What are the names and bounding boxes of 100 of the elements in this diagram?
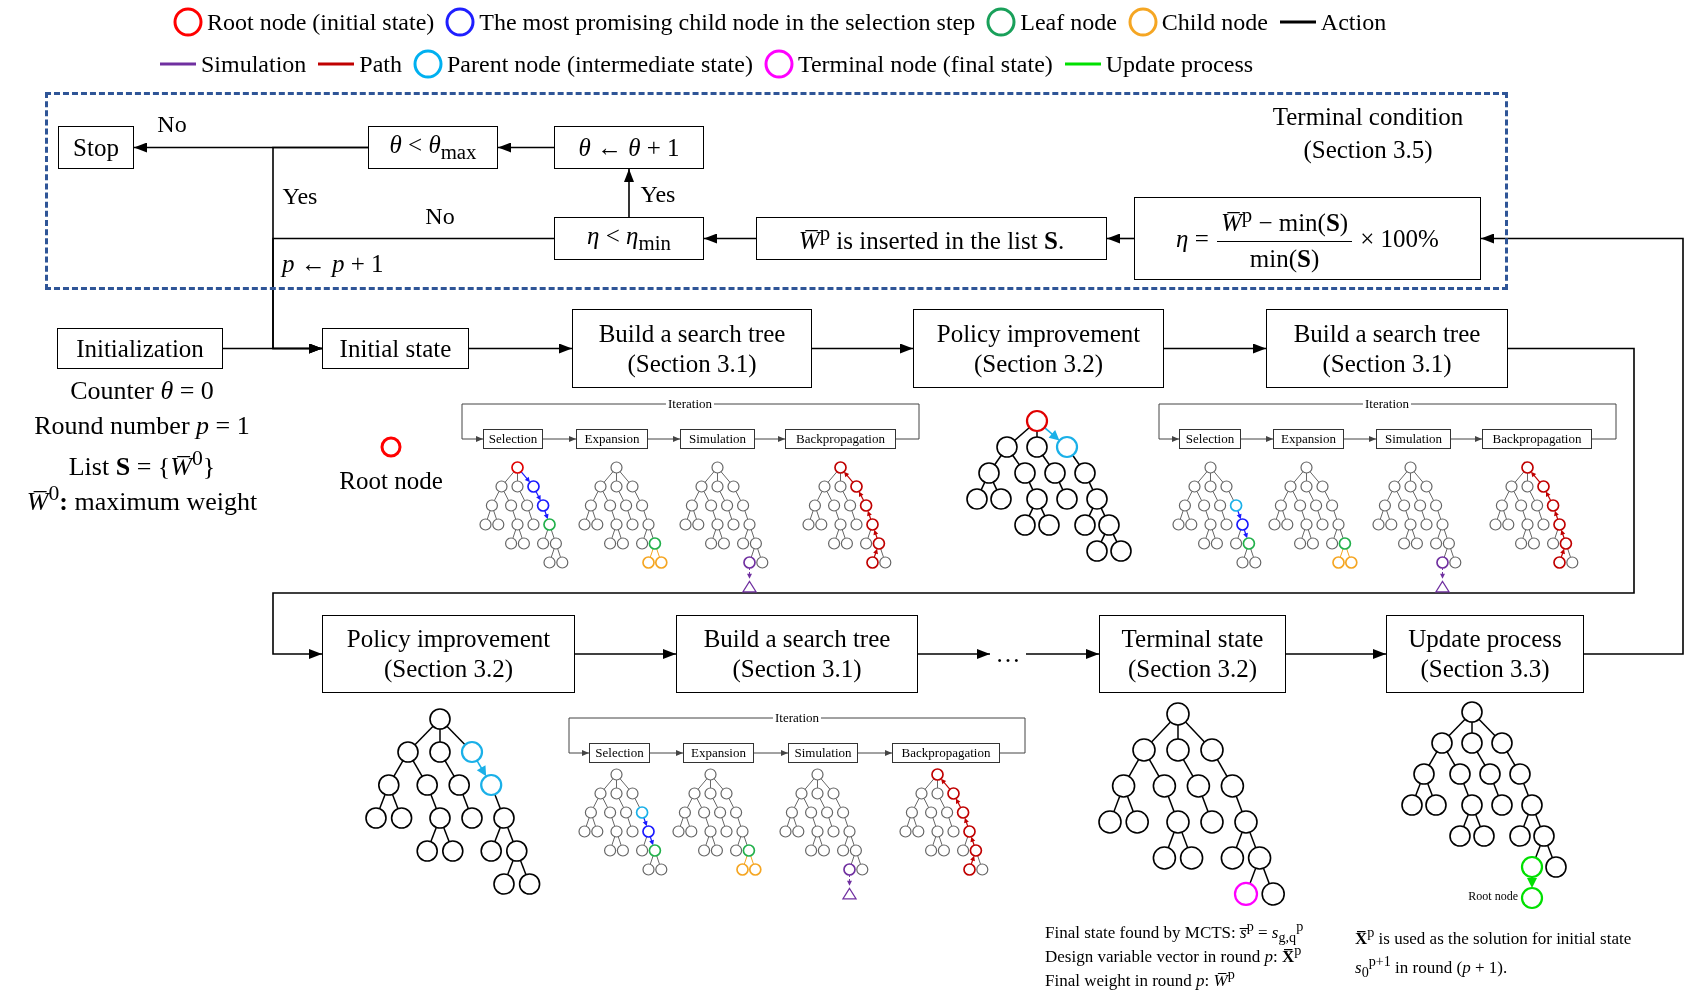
box-label: θ < θ$_{max}$: [389, 130, 477, 165]
node-caption: Root node: [1468, 889, 1518, 904]
box-label: Selection: [1185, 431, 1235, 447]
box-label: Selection: [488, 431, 538, 447]
box-label: θ ← θ + 1: [578, 132, 680, 163]
box-label: η < η$_{min}$: [587, 221, 671, 256]
process-box: [322, 615, 575, 693]
box-label: Expansion: [584, 431, 640, 447]
arrow: [754, 436, 786, 442]
arrow: [917, 649, 991, 659]
arrow: [624, 168, 634, 218]
legend-label: Parent node (intermediate state): [447, 50, 753, 78]
arrow: [1480, 233, 1684, 655]
arrow: [1025, 649, 1100, 659]
step-box: [680, 429, 755, 449]
box-label: Backpropagation: [1492, 431, 1582, 447]
arrow: [753, 750, 789, 756]
process-box: [1386, 615, 1584, 693]
legend-label: Action: [1320, 8, 1387, 36]
box-label: Build a search tree (Section 3.1): [597, 318, 787, 379]
box-label: Build a search tree (Section 3.1): [702, 624, 892, 684]
arrow: [468, 343, 573, 354]
note-text: X̅$^{p}$ is used as the solution for initial state s$_{0}$$^{p+1}$ in round (p + 1).: [1355, 923, 1633, 983]
box-label: Simulation: [794, 745, 852, 761]
arrow: [1158, 403, 1617, 442]
step-box: [892, 743, 1000, 763]
box-label: Selection: [595, 745, 644, 761]
arrow: [272, 347, 1635, 659]
arrow: [497, 142, 555, 153]
annotation-text: Round number p = 1: [34, 411, 250, 441]
box-label: Expansion: [691, 745, 746, 761]
formula-text: η =: [1176, 223, 1209, 254]
process-box: [57, 328, 223, 369]
legend-label: Child node: [1161, 8, 1268, 36]
legend-label: Terminal node (final state): [797, 50, 1053, 78]
arrow: [1106, 233, 1135, 244]
process-box: [1099, 615, 1286, 693]
process-box: [322, 328, 469, 369]
legend-label: Simulation: [201, 50, 307, 78]
box-label: Initial state: [339, 333, 452, 364]
arrow: [811, 343, 914, 354]
process-box: [756, 217, 1107, 260]
process-box: [554, 217, 704, 260]
process-box: [676, 615, 918, 693]
arrow: [1343, 436, 1377, 442]
box-label: Simulation: [1384, 431, 1443, 447]
step-box: [1179, 429, 1241, 449]
step-box: [1273, 429, 1344, 449]
box-label: Simulation: [688, 431, 747, 447]
step-box: [788, 743, 858, 763]
legend-label: The most promising child node in the selection step: [479, 8, 976, 36]
arrow: [1240, 436, 1274, 442]
fraction-numerator: W̅$^{p}$ − min(S): [1216, 203, 1353, 242]
box-label: Policy improvement (Section 3.2): [345, 624, 552, 684]
process-box: [1266, 309, 1508, 388]
formula-text: × 100%: [1360, 223, 1439, 254]
box-label: Stop: [73, 132, 119, 163]
annotation-text: List S = {W̅$^{0}$}: [68, 446, 216, 482]
process-box: [913, 309, 1164, 388]
box-label: Expansion: [1281, 431, 1336, 447]
step-box: [576, 429, 648, 449]
step-box: [683, 743, 754, 763]
annotation-text: Final weight in round p: W̅$^{p}$: [1045, 966, 1235, 991]
arrow: [1450, 436, 1483, 442]
update-rule-text: p ← p + 1: [282, 249, 384, 279]
legend-label: Path: [359, 50, 402, 78]
arrow: [1285, 649, 1387, 659]
box-label: Backpropagation: [901, 745, 991, 761]
legend-label: Update process: [1105, 50, 1254, 78]
formula-box: [1134, 197, 1481, 280]
dashed-boundary: [45, 92, 1508, 290]
annotation-text: Counter θ = 0: [70, 376, 214, 406]
box-label: Policy improvement (Section 3.2): [935, 318, 1142, 379]
step-box: [589, 743, 650, 763]
arrow: [857, 750, 893, 756]
step-box: [785, 429, 896, 449]
annotation-text: W̅$^{0}$: maximum weight: [26, 481, 258, 517]
boundary-title: Terminal condition (Section 3.5): [1271, 102, 1465, 166]
arrow: [574, 649, 677, 659]
arrow: [461, 403, 920, 442]
box-label: Initialization: [76, 333, 204, 364]
process-box: [58, 126, 134, 169]
legend-label: Root node (initial state): [207, 8, 435, 36]
box-label: Terminal state (Section 3.2): [1120, 624, 1265, 684]
box-label: W̅$^{p}$ is inserted in the list S.: [798, 220, 1065, 257]
node-caption: Root node: [339, 466, 443, 496]
box-label: Backpropagation: [796, 431, 885, 447]
arrow: [222, 343, 323, 354]
step-box: [483, 429, 543, 449]
step-box: [1482, 429, 1592, 449]
process-box: [368, 126, 498, 169]
arrow: [703, 233, 757, 244]
box-label: Update process (Section 3.3): [1407, 624, 1563, 684]
arrow: [647, 436, 681, 442]
step-box: [1376, 429, 1451, 449]
legend-label: Leaf node: [1020, 8, 1117, 36]
process-box: [572, 309, 812, 388]
box-label: Build a search tree (Section 3.1): [1292, 318, 1482, 379]
arrow: [568, 717, 1026, 756]
fraction-denominator: min(S): [1249, 243, 1320, 274]
